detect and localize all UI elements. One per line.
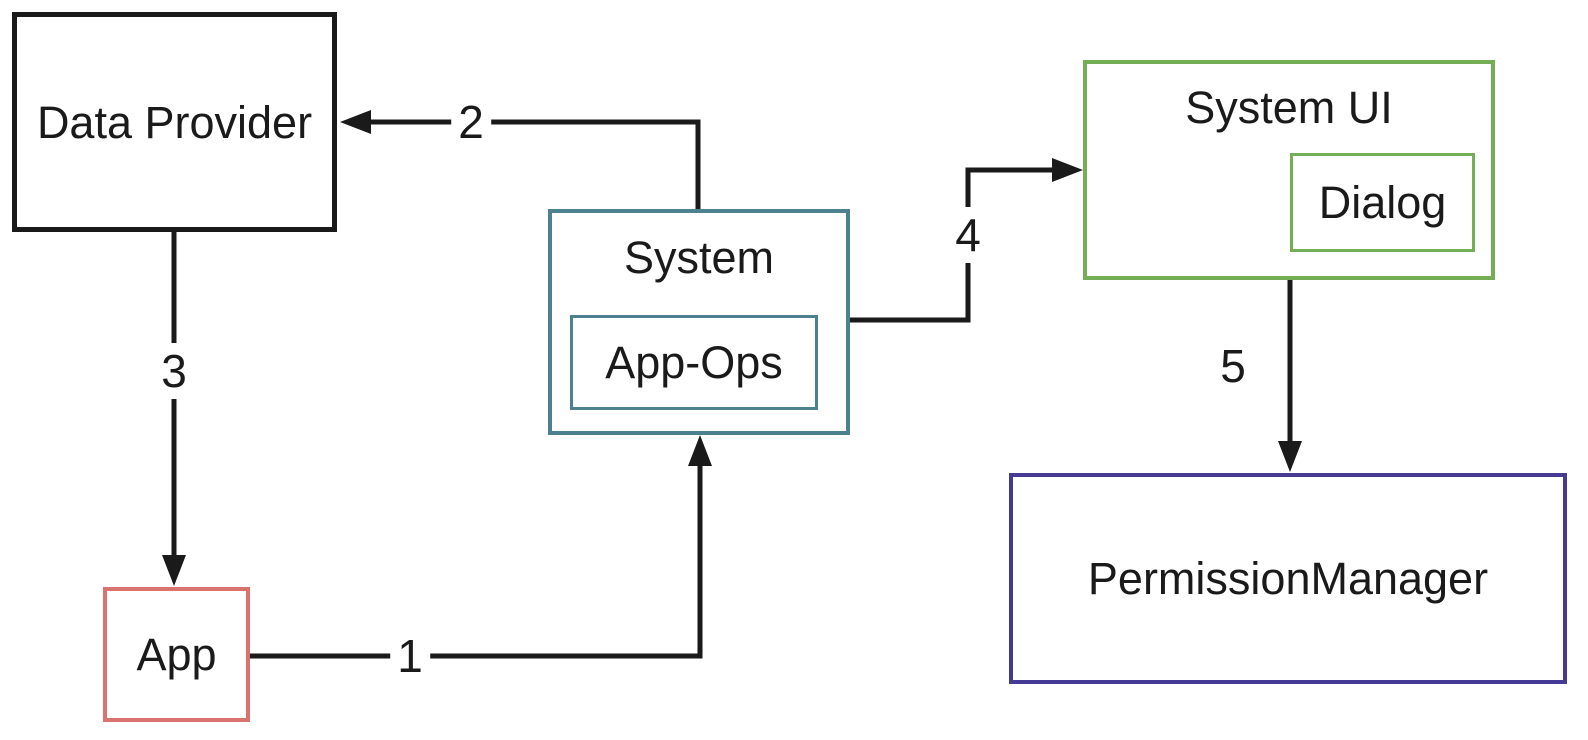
node-system-label: System (623, 232, 775, 283)
edge-label-2: 2 (451, 94, 491, 150)
edge-2-arrowhead-left (340, 110, 371, 134)
subnode-dialog-label: Dialog (1318, 177, 1447, 228)
edge-5-arrowhead-down (1278, 441, 1302, 472)
node-system-ui: System UI Dialog (1083, 60, 1495, 280)
node-system-ui-label: System UI (1185, 82, 1393, 133)
node-app: App (103, 587, 250, 722)
node-system: System App-Ops (548, 209, 850, 435)
edge-label-4: 4 (948, 207, 988, 263)
subnode-app-ops-label: App-Ops (605, 337, 783, 388)
node-data-provider: Data Provider (12, 12, 337, 232)
node-data-provider-label: Data Provider (36, 96, 313, 148)
subnode-app-ops: App-Ops (570, 315, 818, 410)
edge-label-5: 5 (1213, 338, 1253, 394)
node-permission-manager: PermissionManager (1009, 473, 1567, 684)
edge-1-line (250, 464, 703, 659)
edge-2-line (369, 119, 701, 209)
node-app-label: App (136, 629, 217, 680)
edge-label-3: 3 (154, 343, 194, 399)
edge-label-1: 1 (390, 628, 430, 684)
edge-4-arrowhead-right (1052, 158, 1083, 182)
edge-1-arrowhead-up (688, 435, 712, 466)
subnode-dialog: Dialog (1290, 153, 1475, 252)
edge-3-arrowhead-down (162, 555, 186, 586)
node-permission-manager-label: PermissionManager (1087, 553, 1489, 604)
